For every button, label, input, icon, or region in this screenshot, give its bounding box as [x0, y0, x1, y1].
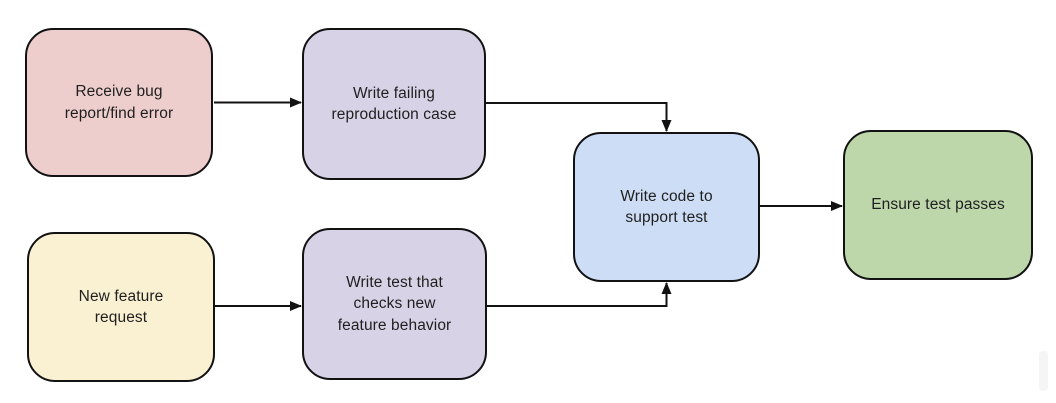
node-label: Write code to support test: [620, 187, 713, 226]
scrollbar-thumb[interactable]: [1039, 351, 1048, 391]
node-label: Receive bug report/find error: [64, 83, 174, 122]
node-write-test-checks-feature: Write test that checks new feature behav…: [302, 228, 487, 380]
edge-repro-to-code: [486, 102, 672, 132]
node-label: New feature request: [78, 287, 164, 326]
node-ensure-test-passes: Ensure test passes: [843, 130, 1033, 280]
edge-test-to-code: [487, 282, 672, 307]
node-label: Ensure test passes: [871, 196, 1005, 214]
node-write-failing-repro: Write failing reproduction case: [302, 28, 486, 180]
node-write-code-support-test: Write code to support test: [573, 132, 760, 282]
node-label: Write test that checks new feature behav…: [337, 273, 452, 334]
node-receive-bug-report: Receive bug report/find error: [25, 28, 213, 177]
node-label: Write failing reproduction case: [331, 84, 457, 123]
node-new-feature-request: New feature request: [27, 232, 215, 382]
